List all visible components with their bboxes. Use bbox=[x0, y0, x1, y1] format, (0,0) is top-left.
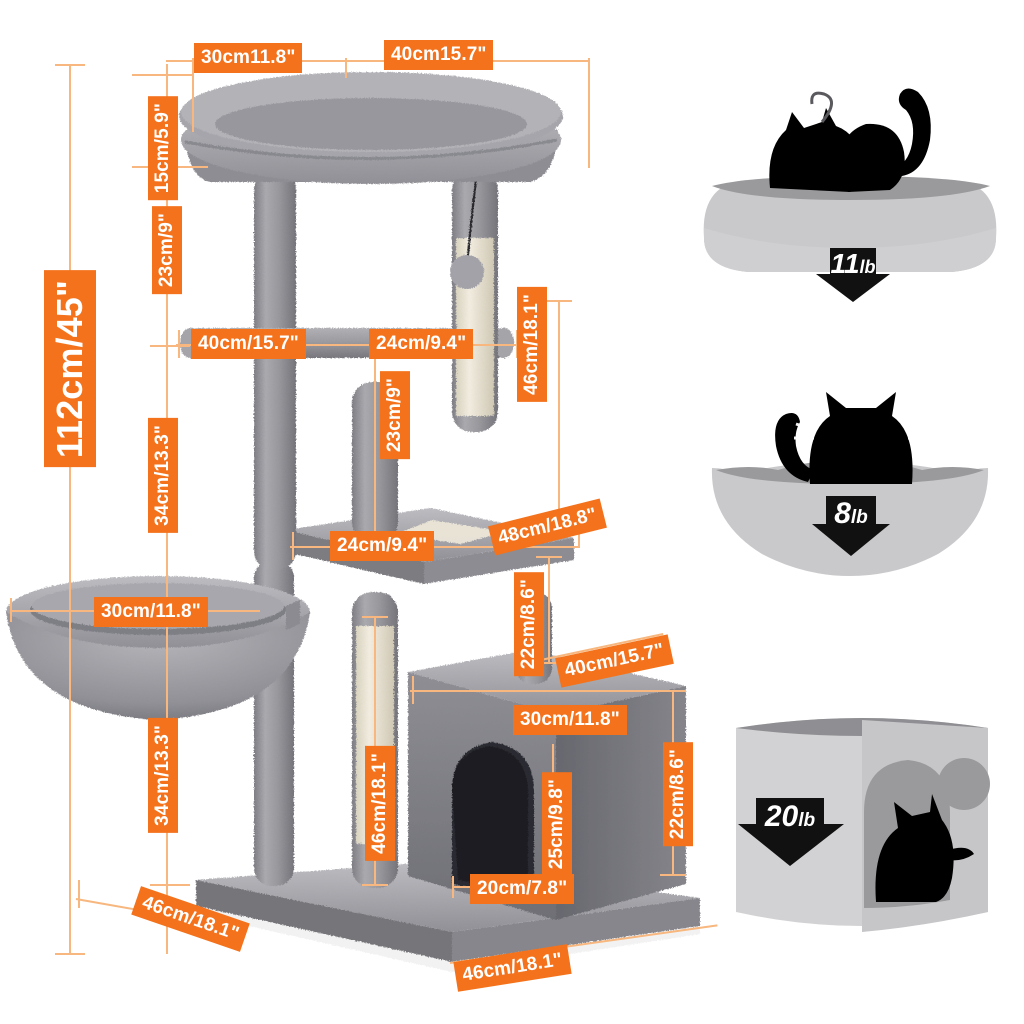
cat-tree-illustration bbox=[6, 72, 700, 972]
tag-upper-perch-depth: 24cm/9.4" bbox=[369, 329, 474, 359]
weight-text-20: 20lb bbox=[764, 800, 816, 833]
tag-top-bed-width: 40cm15.7" bbox=[384, 40, 494, 70]
tag-top-bed-thickness: 15cm/5.9" bbox=[148, 96, 178, 201]
weight-text-8: 8lb bbox=[834, 497, 868, 530]
tag-condo-height-right: 22cm/8.6" bbox=[663, 742, 693, 847]
weight-text-11: 11lb bbox=[830, 248, 875, 279]
tag-hammock-width: 30cm/11.8" bbox=[94, 597, 208, 627]
capacity-hammock: 8lb bbox=[690, 372, 1010, 622]
tag-top-post-gap: 23cm/9" bbox=[152, 206, 182, 295]
tag-top-bed-depth: 30cm11.8" bbox=[194, 43, 303, 73]
tag-condo-door-height: 25cm/9.8" bbox=[542, 772, 572, 877]
tag-mid-post-gap: 23cm/9" bbox=[380, 371, 410, 460]
tag-condo-depth: 30cm/11.8" bbox=[513, 705, 627, 735]
weight-arrow-hammock: 8lb bbox=[812, 496, 890, 556]
tag-condo-clearance: 22cm/8.6" bbox=[514, 572, 544, 677]
tag-overall-height: 112cm/45" bbox=[44, 270, 96, 468]
tag-upper-perch-width: 40cm/15.7" bbox=[191, 329, 306, 359]
capacity-top-bed: 11lb bbox=[690, 52, 1010, 302]
tag-hammock-to-base: 34cm/13.3" bbox=[148, 718, 178, 833]
tag-mid-perch-depth: 24cm/9.4" bbox=[330, 531, 435, 561]
tag-scratch-post-height: 46cm/18.1" bbox=[517, 287, 547, 402]
weight-arrow-condo: 20lb bbox=[738, 798, 844, 866]
tag-hammock-drop: 34cm/13.3" bbox=[148, 418, 178, 533]
tag-condo-door-width: 20cm/7.8" bbox=[470, 874, 575, 904]
weight-arrow-top-bed: 11lb bbox=[816, 248, 890, 302]
tag-lower-post-height: 46cm/18.1" bbox=[365, 746, 395, 861]
capacity-condo: 20lb bbox=[712, 702, 1012, 962]
